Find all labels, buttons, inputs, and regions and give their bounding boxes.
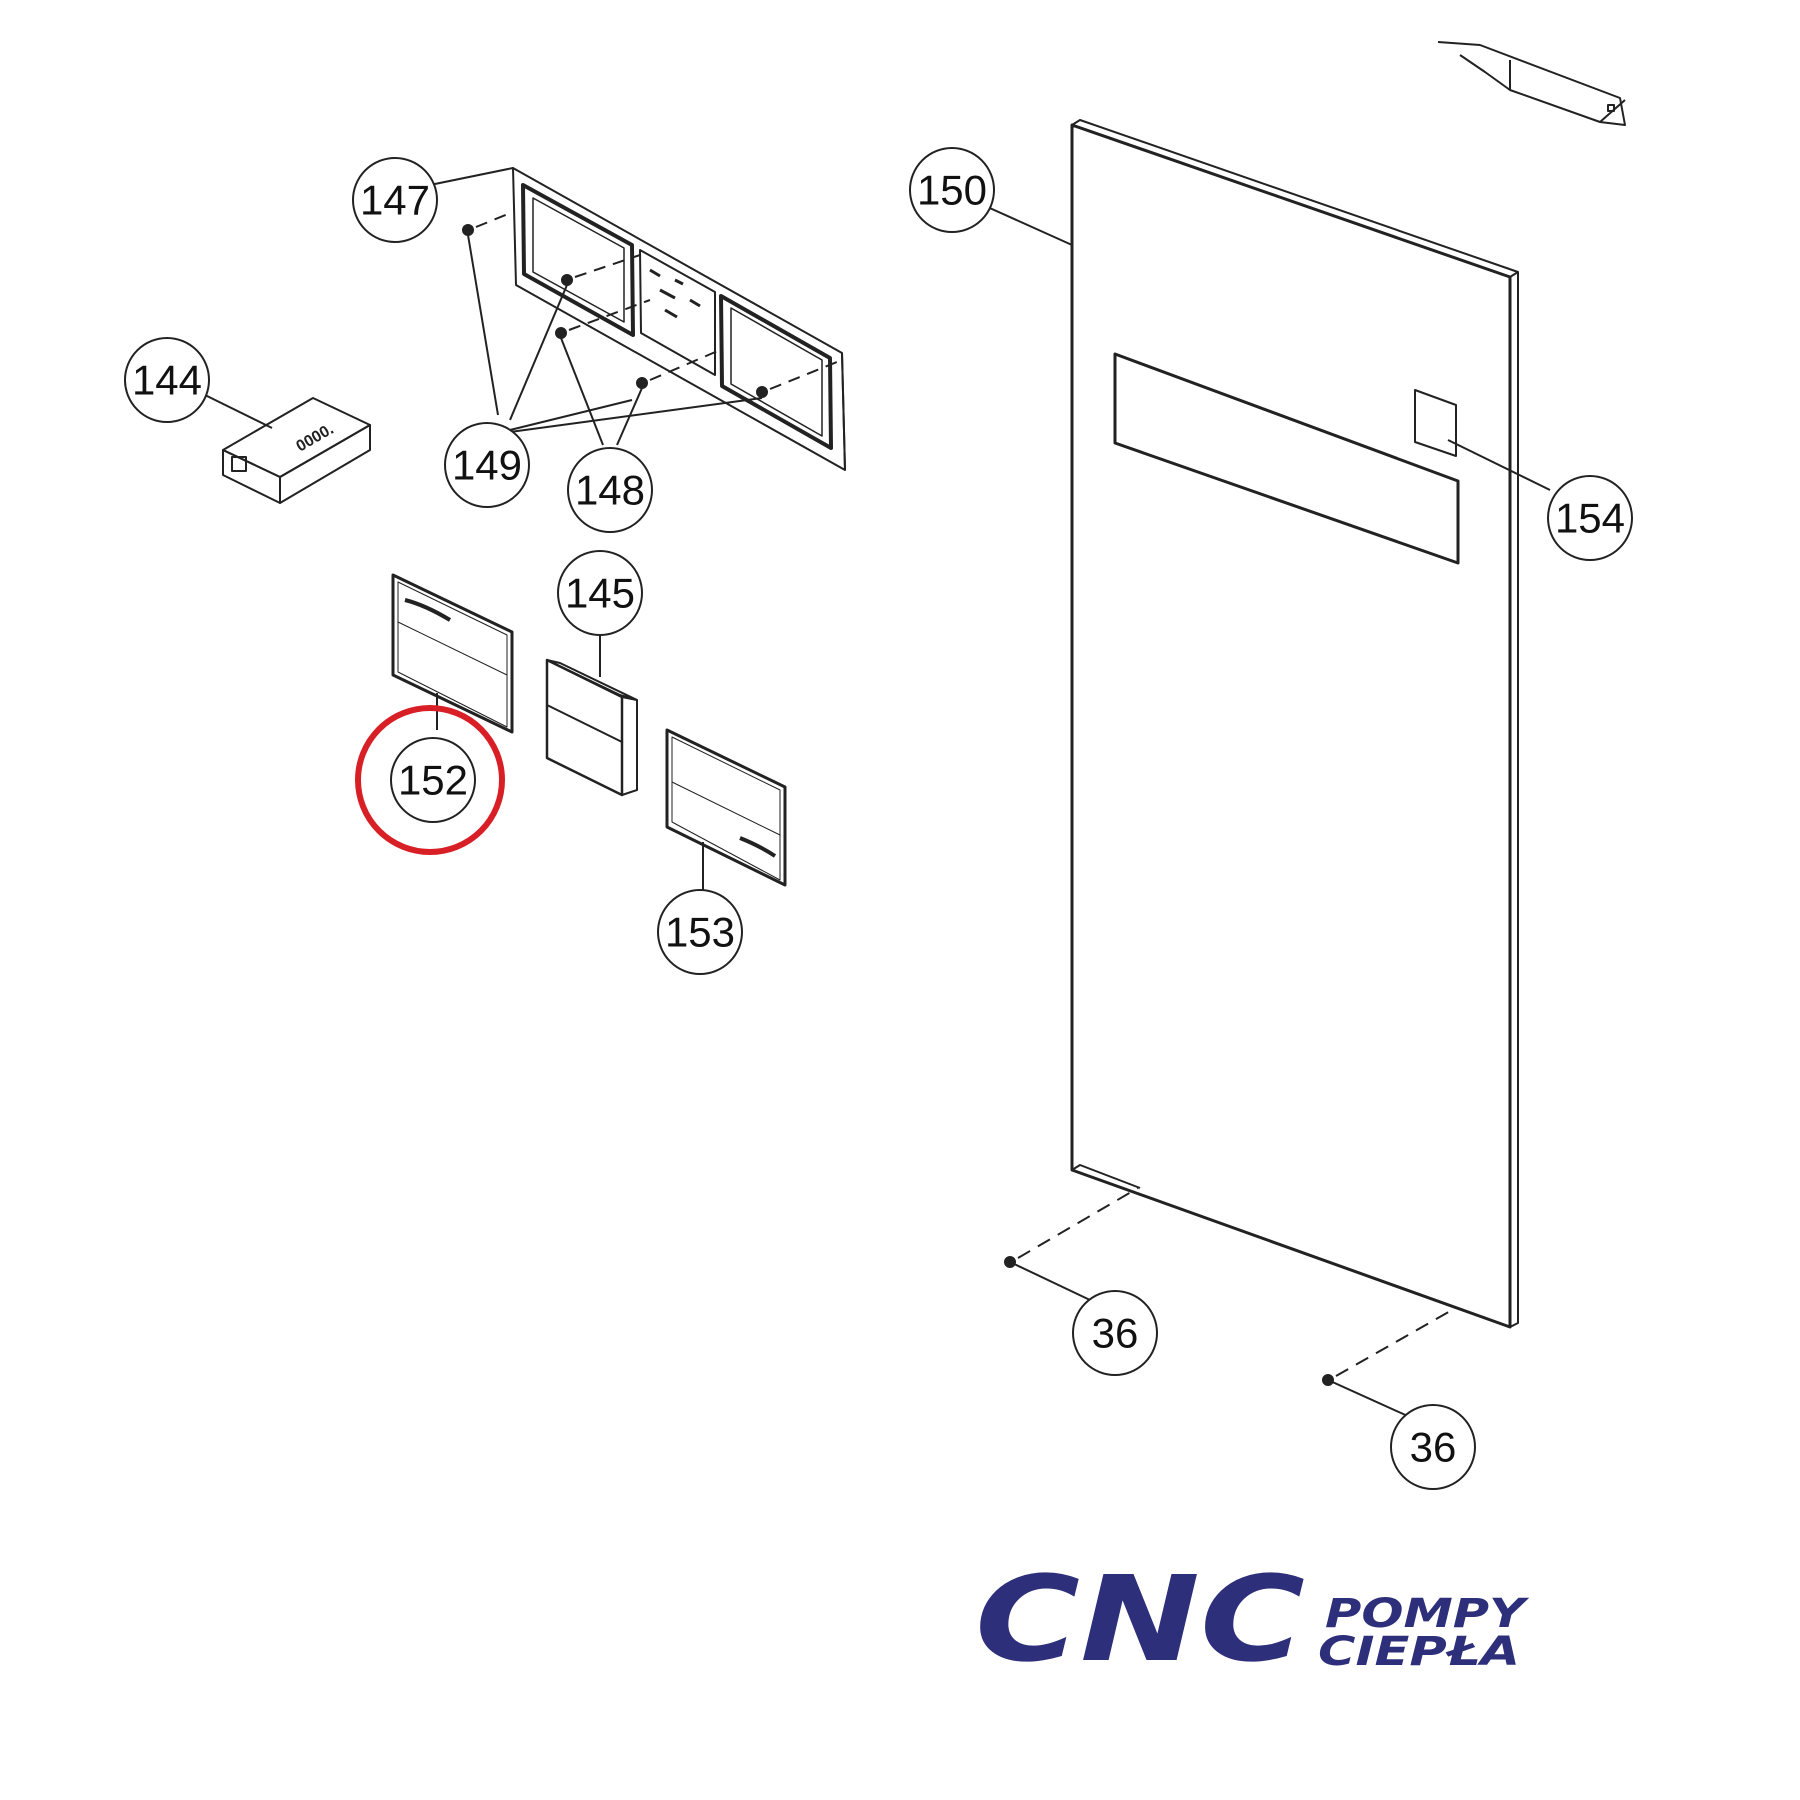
callout-154-circle	[1547, 475, 1633, 561]
cnc-logo: CNC POMPY CIEPŁA	[975, 1550, 1530, 1688]
box-144	[222, 397, 371, 504]
door-panel	[1070, 119, 1519, 1329]
label-sticker	[1414, 389, 1457, 457]
callout-145: 145	[565, 570, 635, 617]
logo-line-1: POMPY	[1325, 1591, 1530, 1637]
module-145	[545, 658, 638, 797]
callout-148: 148	[575, 467, 645, 514]
panel-152	[391, 573, 514, 734]
callout-36a-circle	[1072, 1290, 1158, 1376]
callout-144-circle	[124, 337, 210, 423]
callout-152-circle	[390, 737, 476, 823]
callout-152: 152	[398, 757, 468, 804]
callout-153: 153	[665, 909, 735, 956]
callout-labels: 144 147 149 148 145 152 153 150 154 36 3…	[132, 167, 1625, 1471]
callout-144: 144	[132, 357, 202, 404]
callout-149: 149	[452, 442, 522, 489]
callout-153-circle	[657, 889, 743, 975]
callout-36a: 36	[1092, 1310, 1139, 1357]
control-frame	[512, 167, 846, 471]
highlight-ring	[355, 705, 505, 855]
leader-lines	[204, 167, 1551, 1419]
callout-150: 150	[917, 167, 987, 214]
bracket-part	[1437, 41, 1626, 126]
callout-145-circle	[557, 550, 643, 636]
callout-circles	[124, 147, 1633, 1490]
callout-147: 147	[360, 177, 430, 224]
callout-36b: 36	[1410, 1424, 1457, 1471]
callout-147-circle	[352, 157, 438, 243]
callout-148-circle	[567, 447, 653, 533]
panel-153	[665, 728, 787, 887]
box-label: 0000.	[294, 421, 337, 456]
bottom-screws	[1004, 1187, 1453, 1386]
screws	[462, 211, 843, 398]
callout-149-circle	[444, 422, 530, 508]
logo-line-2: CIEPŁA	[1318, 1629, 1520, 1675]
display-window-cutout	[1113, 352, 1460, 565]
callout-150-circle	[909, 147, 995, 233]
callout-154: 154	[1555, 495, 1625, 542]
callout-36b-circle	[1390, 1404, 1476, 1490]
logo-mark: CNC	[975, 1550, 1305, 1688]
